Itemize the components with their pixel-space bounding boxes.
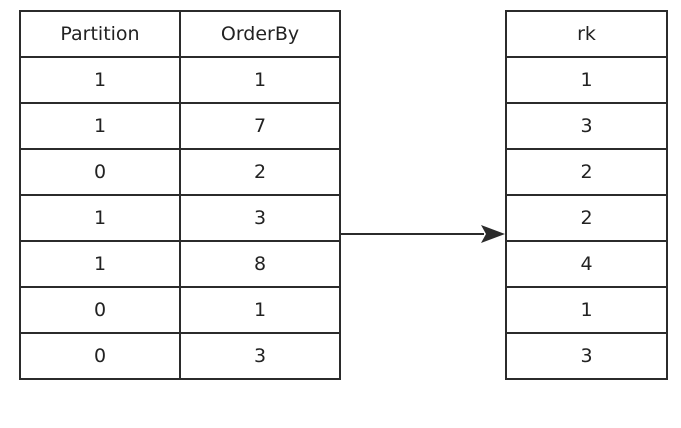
rk-cell: 2: [505, 194, 668, 242]
partition-cell: 1: [19, 194, 181, 242]
partition-cell: 0: [19, 332, 181, 380]
output-table: rk 1 3 2 2 4 1 3: [505, 10, 668, 380]
orderby-cell: 2: [179, 148, 341, 196]
partition-cell: 0: [19, 148, 181, 196]
rk-cell: 2: [505, 148, 668, 196]
orderby-cell: 3: [179, 194, 341, 242]
rk-cell: 1: [505, 286, 668, 334]
table-row: 0 2: [19, 148, 341, 196]
orderby-cell: 3: [179, 332, 341, 380]
table-row: 1 7: [19, 102, 341, 150]
rk-cell: 3: [505, 332, 668, 380]
table-row: 0 3: [19, 332, 341, 380]
table-row: 3: [505, 102, 668, 150]
input-table: Partition OrderBy 1 1 1 7 0 2 1 3 1 8 0 …: [19, 10, 341, 380]
header-row: Partition OrderBy: [19, 10, 341, 58]
orderby-cell: 1: [179, 56, 341, 104]
rk-cell: 4: [505, 240, 668, 288]
rk-cell: 1: [505, 56, 668, 104]
arrow-head: [481, 225, 505, 243]
header-partition: Partition: [19, 10, 181, 58]
table-row: 1: [505, 286, 668, 334]
orderby-cell: 7: [179, 102, 341, 150]
table-row: 0 1: [19, 286, 341, 334]
table-row: 2: [505, 194, 668, 242]
header-rk: rk: [505, 10, 668, 58]
partition-cell: 1: [19, 56, 181, 104]
table-row: 4: [505, 240, 668, 288]
partition-cell: 1: [19, 102, 181, 150]
rk-cell: 3: [505, 102, 668, 150]
partition-cell: 1: [19, 240, 181, 288]
orderby-cell: 1: [179, 286, 341, 334]
table-row: 1 1: [19, 56, 341, 104]
table-row: 1: [505, 56, 668, 104]
table-row: 1 8: [19, 240, 341, 288]
table-row: 2: [505, 148, 668, 196]
header-orderby: OrderBy: [179, 10, 341, 58]
table-row: 3: [505, 332, 668, 380]
header-row: rk: [505, 10, 668, 58]
orderby-cell: 8: [179, 240, 341, 288]
partition-cell: 0: [19, 286, 181, 334]
table-row: 1 3: [19, 194, 341, 242]
